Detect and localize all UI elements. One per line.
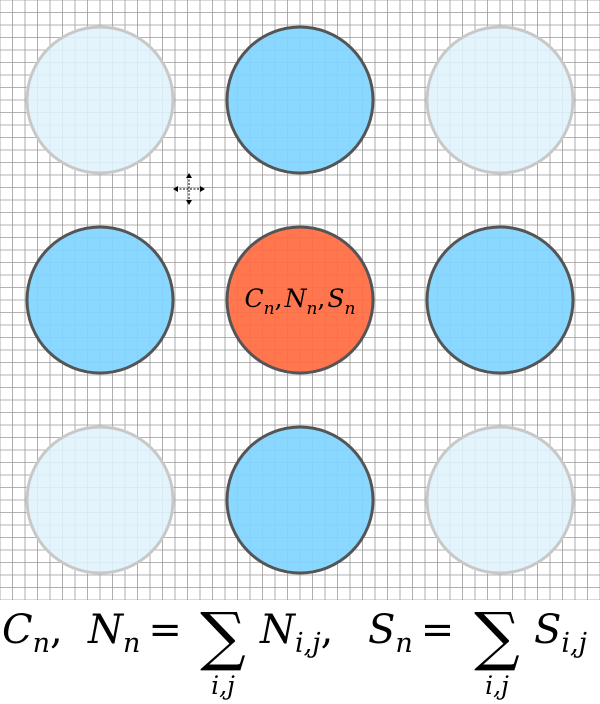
cell-far-neighbor-r0-c2 [425,25,575,175]
cell-far-neighbor-r0-c0 [25,25,175,175]
cell-near-neighbor-r1-c0 [25,225,175,375]
formula-n-term-sub: i,j [295,628,321,659]
center-label-sep-1: , [275,284,283,313]
formula-n-term: Ni,j, [259,607,333,659]
formula-c-letter: C [2,607,33,653]
cell-central-r1-c1 [225,225,375,375]
move-cursor-icon[interactable] [173,173,205,205]
center-label-s: S [327,284,344,313]
formula-c-sub: n [33,628,50,659]
cell-far-neighbor-r2-c2 [425,425,575,575]
cell-near-neighbor-r1-c2 [425,225,575,375]
center-label-sep-2: , [317,284,325,313]
formula-s-term-letter: S [534,607,561,653]
formula: Cn, Nn = ∑ i,j Ni,j, Sn = ∑ i,j Si,j [0,596,600,700]
center-cell-label: Cn,Nn,Sn [245,284,356,319]
cell-near-neighbor-r0-c1 [225,25,375,175]
formula-equals-2: = [421,607,455,653]
cell-far-neighbor-r2-c0 [25,425,175,575]
formula-s-lhs: Sn = [368,607,454,659]
formula-comma-1: , [50,607,63,653]
cell-near-neighbor-r2-c1 [225,425,375,575]
formula-sum-2: ∑ [474,600,520,674]
lattice-canvas: Cn,Nn,Sn [0,0,600,601]
formula-n-letter: N [87,607,125,653]
center-label-s-sub: n [345,299,356,319]
formula-s-term-sub: i,j [561,628,587,659]
formula-s-term: Si,j [534,607,587,659]
formula-sum-2-index: i,j [485,671,509,700]
center-label-n-sub: n [306,299,317,319]
formula-sum-1: ∑ [200,600,246,674]
formula-sum-1-index: i,j [211,671,235,700]
formula-s-letter: S [368,607,395,653]
center-label-c-sub: n [264,299,275,319]
formula-comma-2: , [321,607,334,653]
formula-n-sub: n [123,628,140,659]
cell-circles [25,25,575,575]
lattice-diagram: Cn,Nn,Sn [0,0,600,601]
formula-s-sub: n [395,628,412,659]
formula-equals-1: = [148,607,182,653]
center-label-n: N [284,284,308,313]
center-label-c: C [245,284,264,313]
formula-svg: Cn, Nn = ∑ i,j Ni,j, Sn = ∑ i,j Si,j [2,600,587,700]
formula-c: Cn, [2,607,63,659]
formula-n-lhs: Nn = [87,607,182,659]
formula-n-term-letter: N [259,607,297,653]
